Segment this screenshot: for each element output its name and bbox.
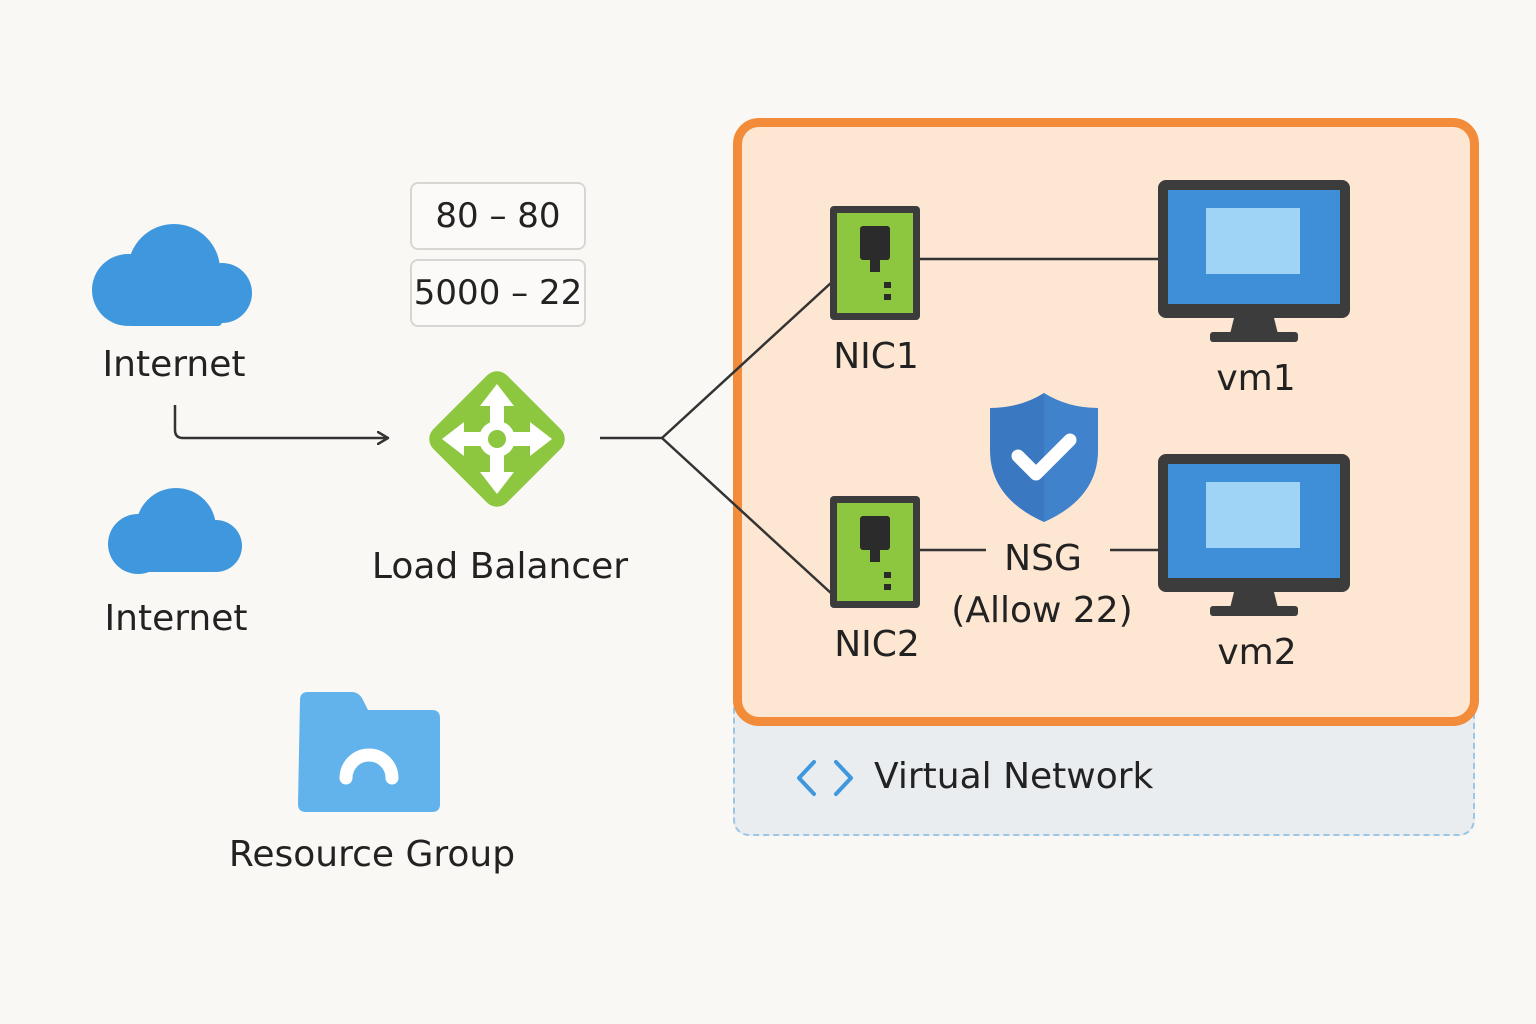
shield-check-icon <box>990 393 1098 522</box>
cloud-icon <box>108 488 242 574</box>
nic-icon <box>830 496 920 608</box>
code-brackets-icon <box>797 760 853 796</box>
resource-group-label: Resource Group <box>228 834 516 875</box>
internet-label-2: Internet <box>104 598 248 639</box>
nic1-label: NIC1 <box>833 336 919 377</box>
lb-rule-80-80: 80 – 80 <box>410 182 586 250</box>
vm-monitor-icon <box>1158 454 1350 616</box>
vm-monitor-icon <box>1158 180 1350 342</box>
load-balancer-label: Load Balancer <box>371 546 629 587</box>
lb-to-nic2-line <box>661 437 833 595</box>
vm1-label: vm1 <box>1216 358 1296 399</box>
vm2-label: vm2 <box>1217 632 1297 673</box>
lb-to-nic1-line <box>661 281 833 439</box>
nic2-label: NIC2 <box>834 624 920 665</box>
load-balancer-icon <box>429 371 565 507</box>
nsg-rule-label: (Allow 22) <box>951 590 1133 631</box>
internet-to-lb-arrow <box>173 405 388 438</box>
cloud-icon <box>92 224 252 326</box>
lb-rule-5000-22: 5000 – 22 <box>410 259 586 327</box>
virtual-network-label: Virtual Network <box>874 756 1154 797</box>
internet-label-1: Internet <box>102 344 246 385</box>
nsg-label: NSG <box>1004 538 1082 579</box>
nic-icon <box>830 206 920 320</box>
resource-group-folder-icon <box>298 692 440 812</box>
